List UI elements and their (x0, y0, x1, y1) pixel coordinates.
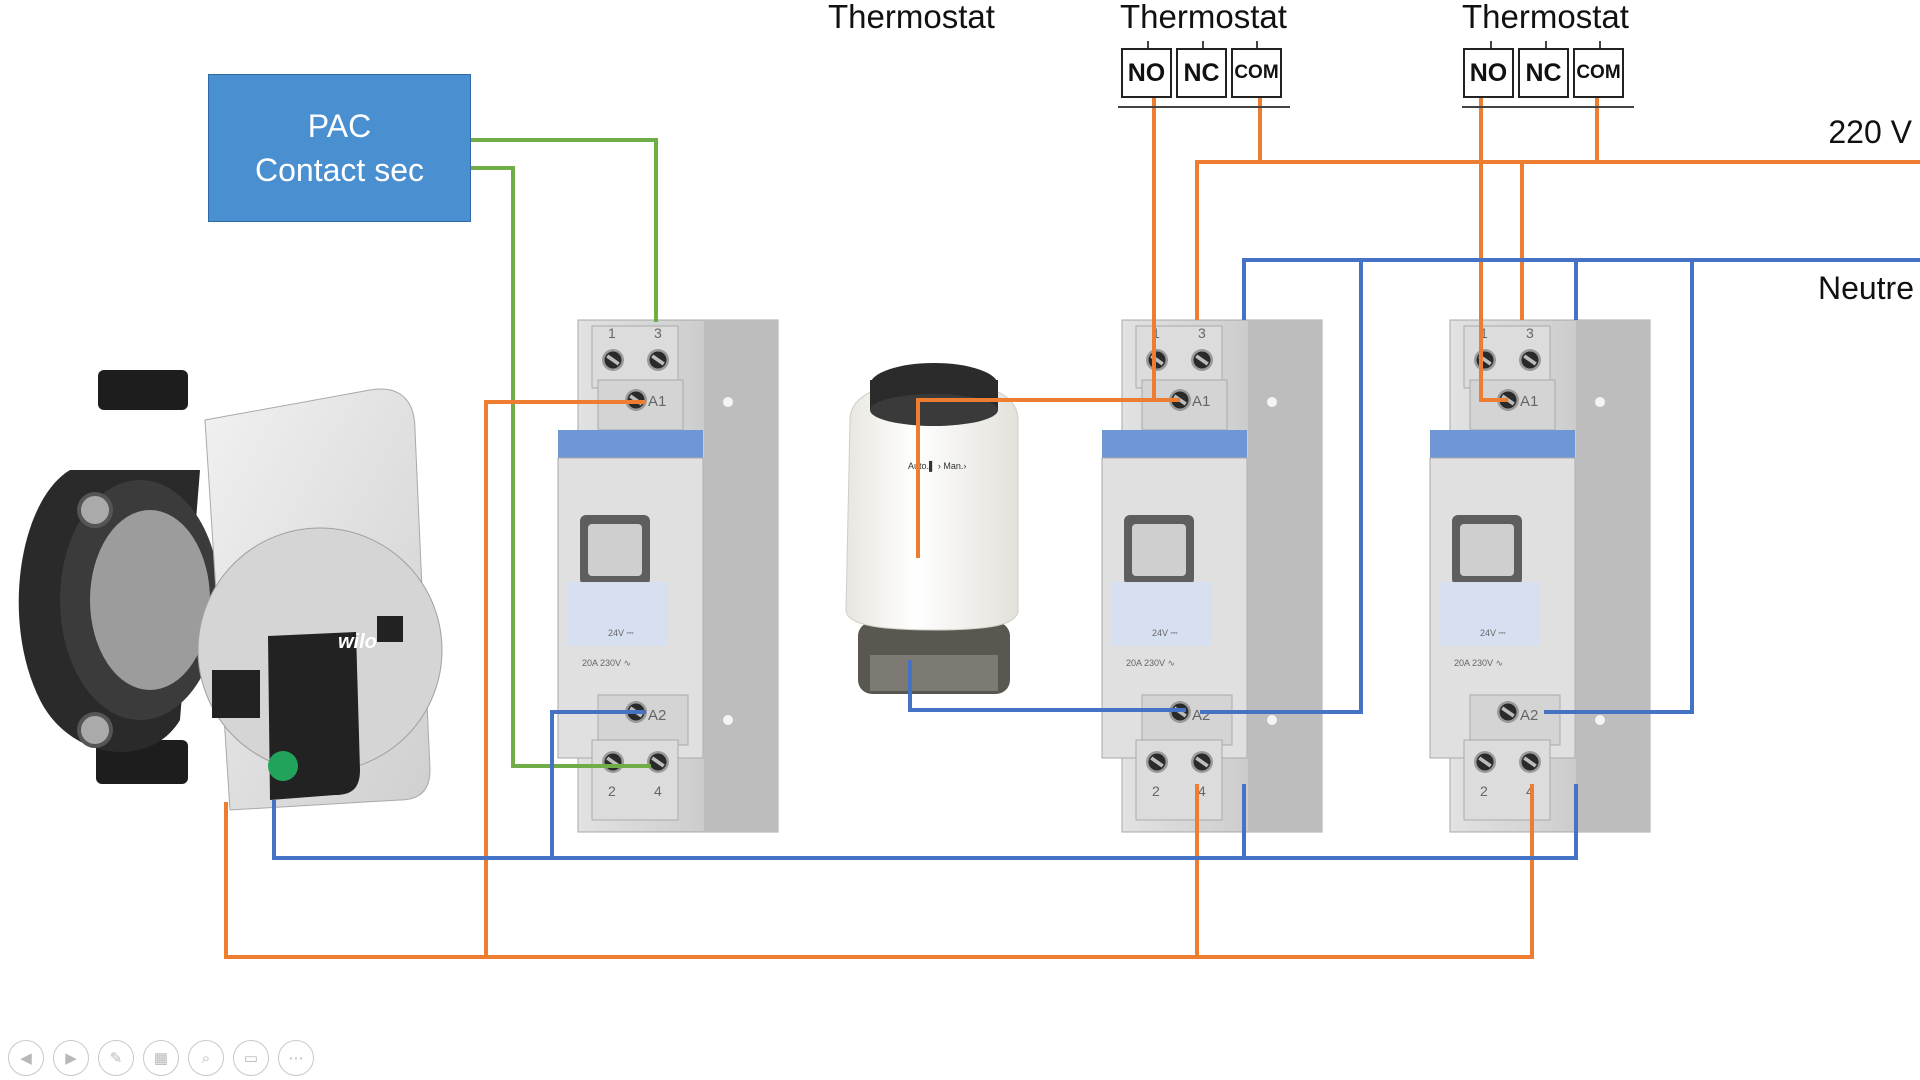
relay-pump-coil-rating-label: 24V ⎓ (608, 628, 634, 638)
thermal-actuator: Auto.▌ › Man.› (845, 363, 1019, 694)
previous-icon[interactable]: ◀ (8, 1040, 44, 1076)
actuator-neutral (908, 660, 1186, 712)
pen-icon[interactable]: ✎ (98, 1040, 134, 1076)
relay-zone-1-coil-a1-label: A1 (1192, 393, 1210, 410)
relay-pump (558, 320, 778, 832)
relay-pump-terminal-1-label: 1 (608, 325, 616, 341)
relay-zone-2-contact-rating-label: 20A 230V ∿ (1454, 658, 1503, 668)
pac-label: PAC (307, 108, 372, 144)
thermostat-1-com-terminal: COM (1231, 48, 1282, 98)
subtitles-icon[interactable]: ▭ (233, 1040, 269, 1076)
thermostat-2-no-to-a1 (1479, 96, 1508, 402)
pac-contact-label: Contact sec (255, 152, 424, 188)
phase-220v-label: 220 V (1828, 114, 1912, 150)
thermostat-title-zone-2: Thermostat (1462, 0, 1629, 35)
slideshow-toolbar: ◀▶✎▦⌕▭⋯ (8, 1040, 314, 1076)
neutral-line (1242, 258, 1920, 320)
pump-brand-text: wilo (338, 631, 377, 653)
relay-zone-1-terminal-4-label: 4 (1198, 783, 1206, 799)
relay-zone-1-contact-rating-label: 20A 230V ∿ (1126, 658, 1175, 668)
relay-zone-2-coil-a2-label: A2 (1520, 707, 1538, 724)
relay-1-a1-feed (484, 400, 646, 957)
neutral-branch-zone-2 (1544, 260, 1694, 714)
zoom-icon[interactable]: ⌕ (188, 1040, 224, 1076)
dry-contact-wire-1 (471, 138, 658, 322)
relay-pump-coil-a2-label: A2 (648, 707, 666, 724)
pump-phase-return (224, 784, 1534, 959)
thermostat-title-actuator: Thermostat (828, 0, 995, 35)
relay-zone-2-coil-a1-label: A1 (1520, 393, 1538, 410)
dry-contact-wire-2 (471, 166, 651, 768)
relay-zone-2 (1430, 320, 1650, 832)
thermostat-2-no-terminal: NO (1463, 48, 1514, 98)
next-icon[interactable]: ▶ (53, 1040, 89, 1076)
relay-zone-1 (1102, 320, 1322, 832)
relay-pump-terminal-3-label: 3 (654, 325, 662, 341)
relay-zone-1-terminal-2-label: 2 (1152, 783, 1160, 799)
actuator-phase-wire (916, 398, 1180, 558)
relay-pump-contact-rating-label: 20A 230V ∿ (582, 658, 631, 668)
pac-contact-box: PAC Contact sec (208, 74, 471, 222)
relay-1-a2-neutral (550, 710, 646, 858)
relay-zone-1-coil-a2-label: A2 (1192, 707, 1210, 724)
phase-line (1195, 160, 1920, 320)
thermostat-1-nc-terminal: NC (1176, 48, 1227, 98)
actuator-switch-label: Auto.▌ › Man.› (908, 460, 966, 472)
relay-zone-1-coil-rating-label: 24V ⎓ (1152, 628, 1178, 638)
pump-neutral (272, 784, 1578, 860)
relay-zone-2-terminal-1-label: 1 (1480, 325, 1488, 341)
slides-grid-icon[interactable]: ▦ (143, 1040, 179, 1076)
relay-pump-terminal-2-label: 2 (608, 783, 616, 799)
more-icon[interactable]: ⋯ (278, 1040, 314, 1076)
neutral-branch-zone-1 (1200, 260, 1363, 714)
relay-pump-terminal-4-label: 4 (654, 783, 662, 799)
thermostat-2-com-terminal: COM (1573, 48, 1624, 98)
relay-zone-2-terminal-2-label: 2 (1480, 783, 1488, 799)
relay-pump-coil-a1-label: A1 (648, 393, 666, 410)
thermostat-2-nc-terminal: NC (1518, 48, 1569, 98)
neutral-label: Neutre (1817, 270, 1914, 306)
circulator-pump: wilo (18, 370, 443, 811)
relay-zone-1-terminal-3-label: 3 (1198, 325, 1206, 341)
relay-zone-2-terminal-3-label: 3 (1526, 325, 1534, 341)
thermostat-1-no-terminal: NO (1121, 48, 1172, 98)
thermostat-title-zone-1: Thermostat (1120, 0, 1287, 35)
wires (224, 41, 1920, 959)
relay-zone-2-coil-rating-label: 24V ⎓ (1480, 628, 1506, 638)
